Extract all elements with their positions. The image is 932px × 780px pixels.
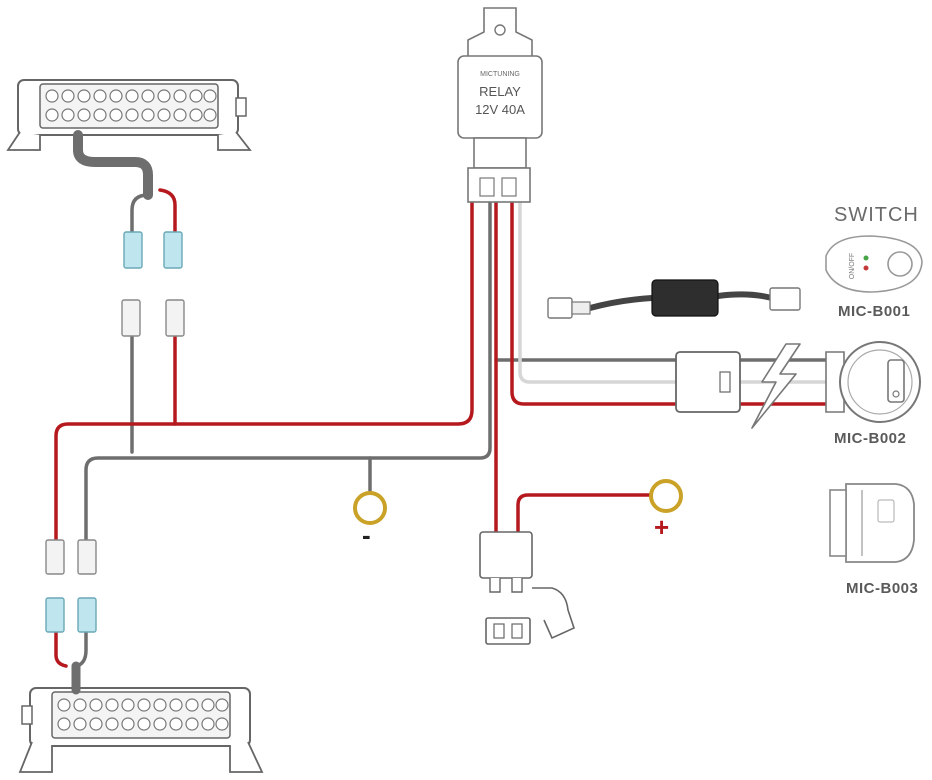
relay-brand: MICTUNING <box>480 71 520 78</box>
fuse-holder <box>479 531 575 640</box>
rocker-switch <box>829 483 915 563</box>
ring-terminal-positive <box>649 479 683 513</box>
positive-symbol: + <box>654 512 670 542</box>
toggle-switch <box>825 341 921 423</box>
light-bar-bottom <box>18 687 264 773</box>
inline-connector <box>675 351 741 413</box>
touch-switch: ON/OFF <box>547 235 923 319</box>
switch-heading: SWITCH <box>834 204 919 226</box>
light-bar-top <box>6 79 252 151</box>
spade-connector-bottom-pair <box>45 539 97 633</box>
model-label-b001: MIC-B001 <box>838 303 911 320</box>
negative-symbol: - <box>362 520 371 550</box>
model-label-b002: MIC-B002 <box>834 430 907 447</box>
relay-title: RELAY <box>479 84 521 99</box>
lightning-icon <box>751 343 801 429</box>
blade-fuse <box>485 617 531 645</box>
gray-wires <box>71 130 828 695</box>
spade-connector-top-pair <box>121 231 185 337</box>
model-label-b003: MIC-B003 <box>846 580 919 597</box>
touch-switch-text: ON/OFF <box>849 253 856 279</box>
ring-terminal-negative <box>353 491 387 525</box>
relay-rating: 12V 40A <box>475 102 525 117</box>
red-wires <box>54 188 828 668</box>
relay <box>457 7 543 203</box>
